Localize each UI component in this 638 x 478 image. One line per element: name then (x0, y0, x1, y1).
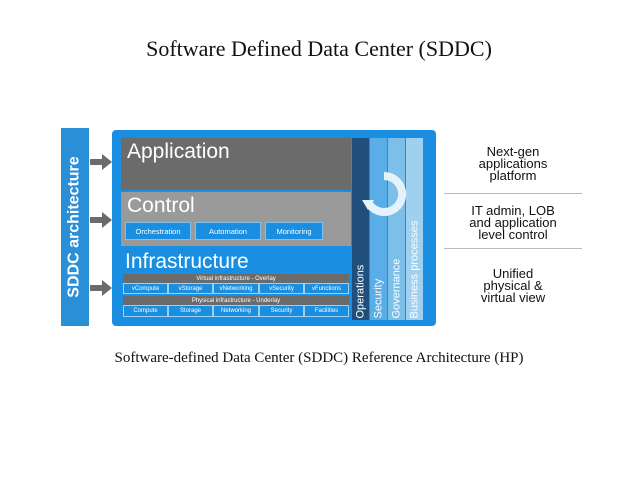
note-next-gen-line-1: Next-gen (486, 144, 540, 159)
column-governance-label: Governance (390, 258, 403, 319)
control-item-monitoring: Monitoring (265, 222, 323, 240)
underlay-item-security: Security (259, 305, 304, 317)
column-operations (352, 138, 369, 320)
underlay-item-compute: Compute (123, 305, 168, 317)
column-security-label: Security (372, 278, 385, 319)
underlay-item-networking: Networking (213, 305, 259, 317)
page-title: Software Defined Data Center (SDDC) (146, 36, 492, 61)
arrow-right-icon-infrastructure (90, 280, 112, 296)
control-layer: Control Orchestration Automation Monitor… (121, 192, 351, 246)
overlay-item-vfunctions: vFunctions (304, 283, 349, 294)
underlay-item-storage: Storage (168, 305, 213, 317)
overlay-item-vsecurity: vSecurity (259, 283, 304, 294)
note-it-admin-line-1: IT admin, LOB (471, 203, 555, 218)
application-layer-title: Application (127, 140, 230, 163)
infrastructure-layer-title: Infrastructure (125, 250, 249, 273)
note-divider (444, 248, 582, 249)
control-item-orchestration: Orchestration (125, 222, 191, 240)
column-security (370, 138, 387, 320)
note-next-gen: Next-gen applications platform (444, 144, 582, 183)
underlay-item-facilities: Facilities (304, 305, 349, 317)
note-it-admin-line-2: and application (469, 215, 557, 230)
cycle-arrows-icon (362, 171, 407, 216)
application-layer: Application (121, 138, 351, 190)
note-unified: Unified physical & virtual view (444, 266, 582, 305)
column-business-processes-label: Business processes (408, 220, 421, 319)
note-it-admin-line-3: level control (478, 227, 548, 242)
column-governance-label-wrap: Governance (388, 138, 405, 320)
note-divider (444, 193, 582, 194)
infrastructure-layer: Infrastructure Virtual infrastructure - … (121, 248, 351, 320)
note-unified-line-3: virtual view (480, 290, 546, 305)
sddc-architecture-label-wrap: SDDC architecture (61, 128, 89, 326)
note-unified-line-2: physical & (483, 278, 543, 293)
note-next-gen-line-3: platform (489, 168, 537, 183)
sddc-architecture-label: SDDC architecture (66, 156, 83, 298)
overlay-item-vstorage: vStorage (168, 283, 213, 294)
column-operations-label: Operations (354, 264, 367, 319)
control-layer-title: Control (127, 194, 195, 217)
sddc-architecture-band (61, 128, 89, 326)
column-security-label-wrap: Security (370, 138, 387, 320)
column-business-processes (406, 138, 423, 320)
arrow-right-icon-control (90, 212, 112, 228)
note-unified-line-1: Unified (492, 266, 534, 281)
control-item-automation: Automation (195, 222, 261, 240)
underlay-label: Physical infrastructure - Underlay (123, 296, 349, 305)
overlay-item-vcompute: vCompute (123, 283, 168, 294)
arrow-right-icon-application (90, 154, 112, 170)
note-it-admin: IT admin, LOB and application level cont… (444, 203, 582, 242)
column-operations-label-wrap: Operations (352, 138, 369, 320)
column-business-processes-label-wrap: Business processes (406, 138, 423, 320)
note-next-gen-line-2: applications (478, 156, 548, 171)
figure-caption: Software-defined Data Center (SDDC) Refe… (114, 350, 524, 366)
overlay-label: Virtual infrastructure - Overlay (123, 274, 349, 283)
overlay-item-vnetworking: vNetworking (213, 283, 259, 294)
